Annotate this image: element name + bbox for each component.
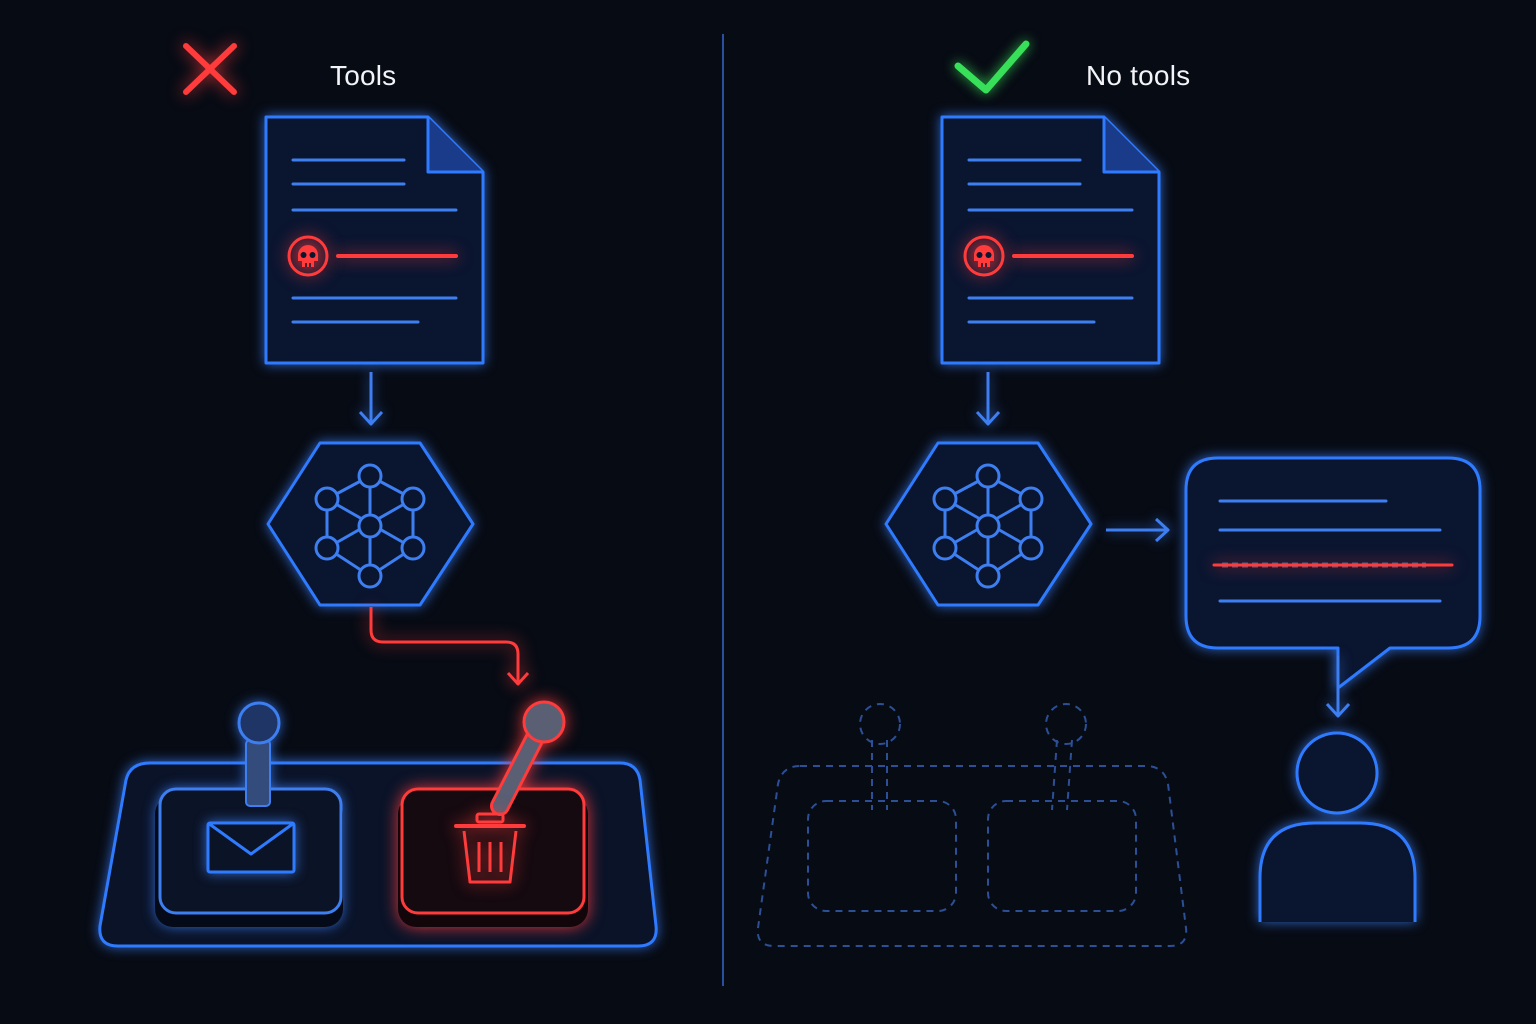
joystick-icon[interactable] — [522, 700, 566, 744]
check-icon — [954, 40, 1030, 94]
arrow-icon — [1106, 517, 1170, 543]
delete-tool-joystick[interactable] — [398, 700, 588, 927]
envelope-icon — [206, 821, 296, 874]
neural-network-icon — [884, 441, 1093, 607]
joystick-icon[interactable] — [237, 701, 281, 745]
arrow-icon — [1325, 656, 1351, 718]
cross-icon — [183, 43, 237, 95]
speech-bubble-icon — [1184, 456, 1482, 690]
panel-title-tools: Tools — [330, 60, 397, 91]
neural-network-icon — [266, 441, 475, 607]
panel-title-no-tools: No tools — [1086, 60, 1191, 91]
trash-icon — [454, 812, 526, 884]
arrow-icon — [369, 607, 530, 686]
email-tool-joystick[interactable] — [155, 701, 343, 927]
absent-tool-console — [756, 703, 1188, 947]
arrow-icon — [975, 372, 1001, 426]
arrow-icon — [358, 372, 384, 426]
user-icon — [1258, 731, 1417, 922]
